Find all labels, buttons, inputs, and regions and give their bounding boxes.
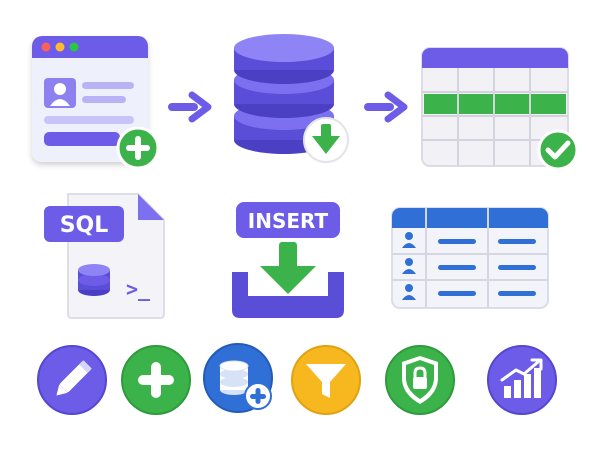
sql-label: SQL bbox=[60, 213, 109, 238]
arrow-right-icon bbox=[362, 91, 408, 123]
form-window-add-icon bbox=[30, 34, 162, 170]
prompt-label: >_ bbox=[126, 277, 151, 301]
insert-label: INSERT bbox=[248, 209, 329, 233]
database-download-icon bbox=[228, 32, 356, 164]
user-table-icon bbox=[390, 206, 550, 312]
growth-chart-icon bbox=[486, 344, 558, 416]
insert-tray-icon: INSERT bbox=[226, 198, 352, 322]
arrow-right-icon bbox=[166, 91, 212, 123]
plus-icon bbox=[120, 344, 192, 416]
security-lock-icon bbox=[384, 344, 456, 416]
filter-icon bbox=[290, 344, 362, 416]
table-check-icon bbox=[420, 46, 580, 174]
database-add-icon bbox=[202, 340, 280, 418]
sql-file-icon: SQL >_ bbox=[42, 188, 172, 322]
pencil-icon bbox=[36, 344, 108, 416]
